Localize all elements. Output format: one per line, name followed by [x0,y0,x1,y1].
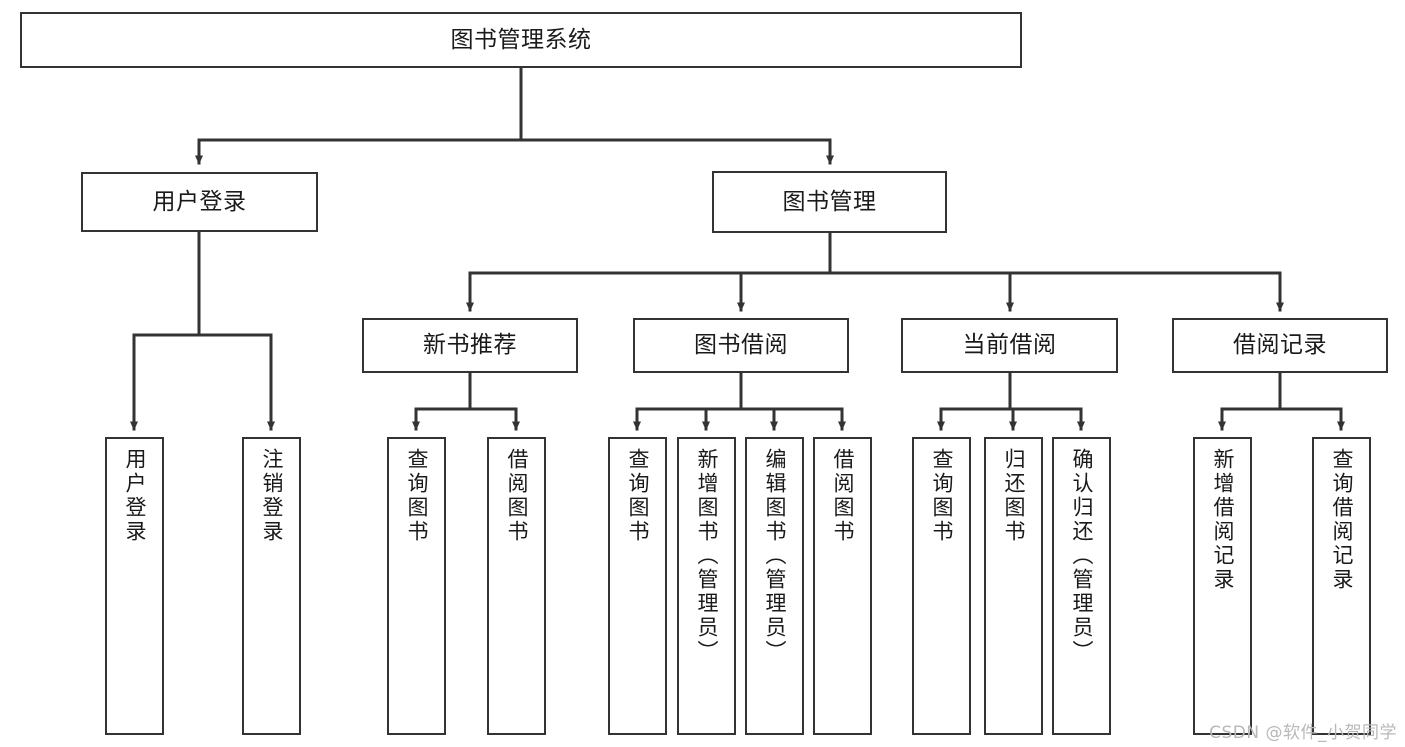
leaf-borrow-record-query[interactable]: 查询借阅记录 [1312,437,1371,735]
node-label: 当前借阅 [962,332,1057,359]
node-label: 注销登录 [260,448,284,544]
leaf-current-borrow-confirm-return[interactable]: 确认归还（管理员） [1052,437,1111,735]
leaf-borrow-record-add[interactable]: 新增借阅记录 [1193,437,1252,735]
node-label: 图书管理系统 [450,26,592,53]
node-label: 用户登录 [152,188,247,215]
leaf-book-borrow-add[interactable]: 新增图书（管理员） [677,437,736,735]
leaf-book-borrow-borrow[interactable]: 借阅图书 [813,437,872,735]
node-new-book-recommend[interactable]: 新书推荐 [362,318,578,373]
node-label: 新书推荐 [423,332,517,359]
node-user-login[interactable]: 用户登录 [81,172,318,232]
node-label: 查询图书 [930,448,954,544]
node-label: 用户登录 [123,448,147,544]
node-borrow-record[interactable]: 借阅记录 [1172,318,1388,373]
node-label: 借阅图书 [505,448,529,544]
node-label: 借阅记录 [1233,332,1327,359]
node-label: 查询图书 [405,448,429,544]
leaf-user-login-logout[interactable]: 注销登录 [242,437,301,735]
leaf-book-borrow-edit[interactable]: 编辑图书（管理员） [745,437,804,735]
node-root-system[interactable]: 图书管理系统 [20,12,1022,68]
node-label: 查询图书 [626,448,650,544]
node-current-borrow[interactable]: 当前借阅 [901,318,1118,373]
node-label: 图书借阅 [694,332,788,359]
node-label: 编辑图书（管理员） [763,448,787,664]
leaf-user-login-login[interactable]: 用户登录 [105,437,164,735]
node-label: 归还图书 [1002,448,1026,544]
node-label: 新增借阅记录 [1211,448,1235,592]
node-label: 查询借阅记录 [1330,448,1354,592]
node-label: 确认归还（管理员） [1070,448,1094,664]
node-label: 图书管理 [782,188,877,215]
node-book-borrow[interactable]: 图书借阅 [633,318,849,373]
leaf-new-book-borrow[interactable]: 借阅图书 [487,437,546,735]
watermark-text: CSDN @软件_小贺同学 [1209,723,1397,743]
leaf-book-borrow-query[interactable]: 查询图书 [608,437,667,735]
leaf-current-borrow-return[interactable]: 归还图书 [984,437,1043,735]
leaf-current-borrow-query[interactable]: 查询图书 [912,437,971,735]
node-label: 借阅图书 [831,448,855,544]
node-label: 新增图书（管理员） [695,448,719,664]
leaf-new-book-query[interactable]: 查询图书 [387,437,446,735]
node-book-management[interactable]: 图书管理 [712,171,947,233]
